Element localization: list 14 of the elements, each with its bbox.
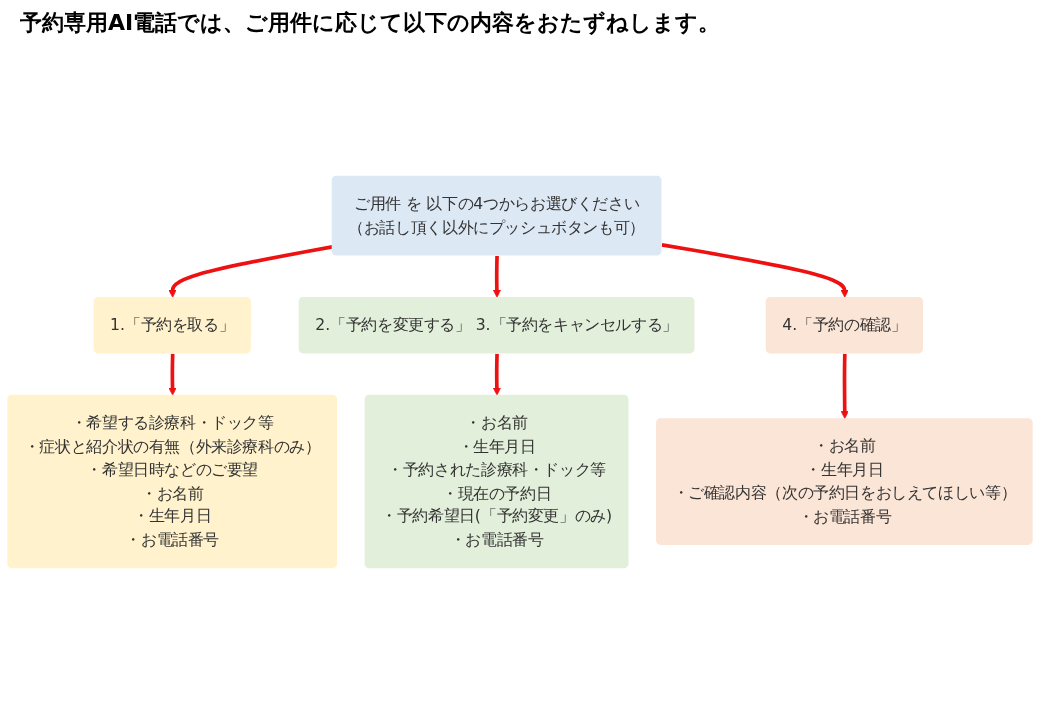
arrow (168, 353, 177, 396)
arrow (840, 353, 849, 419)
node-box: 4.「予約の確認」 (765, 296, 923, 354)
arrow (661, 243, 849, 298)
arrow (492, 256, 501, 298)
node-box: ・お名前 ・生年月日 ・ご確認内容（次の予約日をおしえてほしい等） ・お電話番号 (656, 418, 1033, 545)
node-box: 1.「予約を取る」 (93, 296, 251, 354)
node-box: ・希望する診療科・ドック等 ・症状と紹介状の有無（外来診療科のみ） ・希望日時などのご要望 ・お名前 ・生年月日 ・お電話番号 (7, 394, 338, 569)
diagram-title: 予約専用AI電話では、ご用件に応じて以下の内容をおたずねします。 (20, 9, 722, 37)
node-box: ・お名前 ・生年月日 ・予約された診療科・ドック等 ・現在の予約日 ・予約希望日(「予約変更」のみ) ・お電話番号 (364, 394, 629, 569)
node-box: 2.「予約を変更する」 3.「予約をキャンセルする」 (298, 296, 695, 354)
arrow (168, 245, 333, 298)
node-box: ご用件 を 以下の4つからお選びください （お話し頂く以外にプッシュボタンも可） (331, 175, 662, 256)
arrow (492, 353, 501, 396)
